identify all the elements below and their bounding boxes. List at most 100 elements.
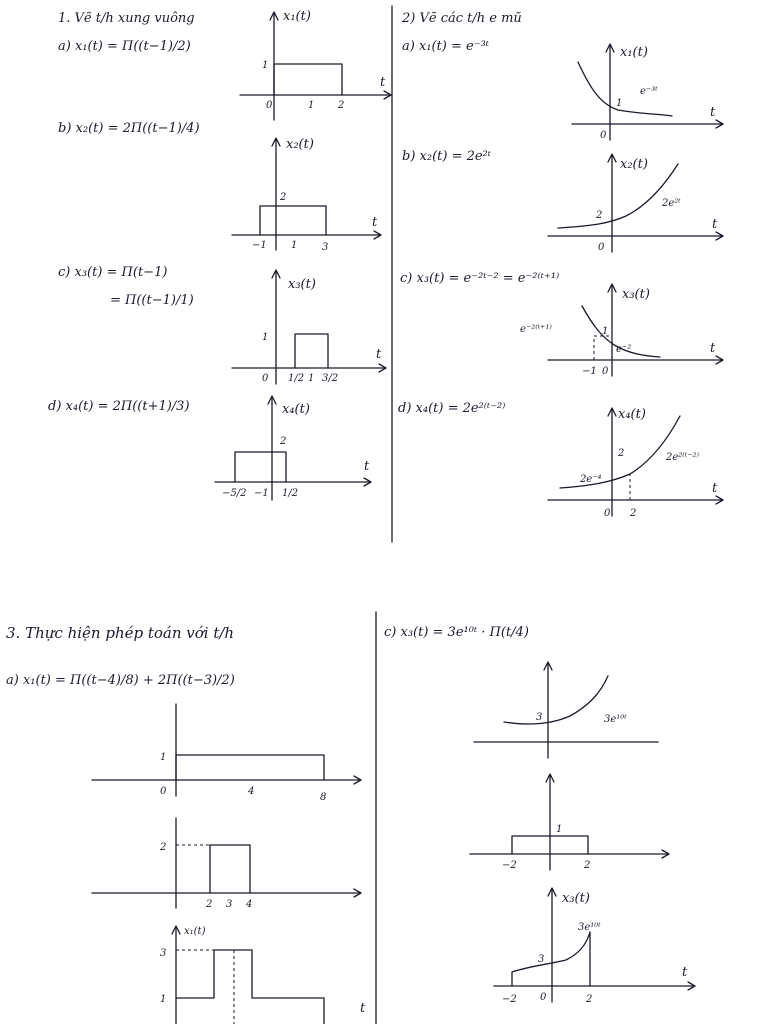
right-d-tick-0: 0 (604, 508, 611, 519)
left-a-tick-1: 1 (308, 100, 314, 111)
right-d-plot: x₄(t) 2e²⁽ᵗ⁻²⁾ 2 2e⁻⁴ 0 2 t (547, 407, 724, 519)
left-d-tick-0: −5/2 (222, 488, 246, 499)
left-b-t: t (372, 215, 378, 230)
bottom-left-plot-2: 2 2 3 4 (91, 817, 362, 910)
bl1-height: 1 (160, 752, 166, 763)
right-d-ylabel: x₄(t) (618, 407, 646, 422)
right-c-expr: c) x₃(t) = e⁻²ᵗ⁻² = e⁻²⁽ᵗ⁺¹⁾ (400, 271, 559, 286)
right-a-ylabel: x₁(t) (620, 45, 648, 60)
bottom-right-plot-2: 1 −2 2 (469, 773, 670, 871)
left-c-expr: c) x₃(t) = Π(t−1) (58, 265, 167, 280)
right-b-point: 2 (595, 210, 602, 221)
bottom-left-expr: a) x₁(t) = Π((t−4)/8) + 2Π((t−3)/2) (6, 673, 235, 688)
bl3-height-0: 3 (160, 948, 166, 959)
right-c-tick-0: −1 (582, 366, 597, 377)
left-b-expr: b) x₂(t) = 2Π((t−1)/4) (58, 121, 200, 136)
right-c-ylabel: x₃(t) (622, 287, 650, 302)
bl2-tick-1: 3 (226, 899, 232, 910)
right-b-ylabel: x₂(t) (620, 157, 648, 172)
right-d-t: t (712, 481, 718, 496)
bl1-tick-1: 4 (247, 786, 254, 797)
left-d-height: 2 (279, 436, 286, 447)
bottom-left-plot-3: x₁(t) 3 1 t (160, 925, 366, 1025)
bl1-tick-0: 0 (160, 786, 167, 797)
right-b-expr: b) x₂(t) = 2e²ᵗ (402, 149, 492, 164)
left-d-tick-1: −1 (254, 488, 269, 499)
right-c-plot: x₃(t) e⁻²⁽ᵗ⁺¹⁾ 1 e⁻² −1 0 t (520, 283, 724, 377)
left-c-tick-2: 1 (308, 373, 314, 384)
br3-curve-label: 3e¹⁰ᵗ (578, 922, 601, 933)
right-d-point2: 2e⁻⁴ (579, 474, 602, 485)
br3-ylabel: x₃(t) (562, 891, 590, 906)
br2-tick-1: 2 (583, 860, 590, 871)
right-c-t: t (710, 341, 716, 356)
left-c-tick-3: 3/2 (322, 373, 338, 384)
right-b-t: t (712, 217, 718, 232)
bl2-tick-2: 4 (245, 899, 252, 910)
br2-height: 1 (556, 824, 562, 835)
br1-curve-label: 3e¹⁰ᵗ (604, 714, 627, 725)
left-d-plot: x₄(t) 2 −5/2 −1 1/2 t (214, 395, 372, 501)
left-b-height: 2 (279, 192, 286, 203)
right-d-expr: d) x₄(t) = 2e²⁽ᵗ⁻²⁾ (398, 401, 505, 416)
bl1-tick-2: 8 (320, 792, 326, 803)
left-b-tick-0: −1 (252, 240, 267, 251)
left-a-expr: a) x₁(t) = Π((t−1)/2) (58, 39, 191, 54)
left-d-tick-2: 1/2 (282, 488, 298, 499)
br3-t: t (682, 965, 688, 980)
bottom-right-expr: c) x₃(t) = 3e¹⁰ᵗ · Π(t/4) (384, 625, 529, 640)
left-c-expr2: = Π((t−1)/1) (110, 293, 194, 308)
right-a-curve-label: e⁻³ᵗ (640, 86, 658, 97)
bottom-right-plot-3: x₃(t) 3 3e¹⁰ᵗ −2 0 2 t (493, 887, 696, 1005)
left-a-height: 1 (262, 60, 268, 71)
bl2-height: 2 (159, 842, 166, 853)
right-b-plot: x₂(t) 2e²ᵗ 2 0 t (547, 153, 724, 253)
left-c-tick-0: 0 (262, 373, 269, 384)
right-a-t: t (710, 105, 716, 120)
top-right-heading: 2) Vẽ các t/h e mũ (401, 11, 522, 26)
right-c-point: 1 (602, 326, 608, 337)
left-b-ylabel: x₂(t) (286, 137, 314, 152)
right-d-point: 2 (617, 448, 624, 459)
left-a-tick-0: 0 (266, 100, 273, 111)
left-d-ylabel: x₄(t) (282, 402, 310, 417)
br3-tick-0: −2 (502, 994, 517, 1005)
right-c-tick-1: 0 (602, 366, 609, 377)
br2-tick-0: −2 (502, 860, 517, 871)
right-b-curve-label: 2e²ᵗ (661, 198, 681, 209)
right-a-point: 1 (616, 98, 622, 109)
right-d-curve-label: 2e²⁽ᵗ⁻²⁾ (665, 452, 699, 463)
right-c-point2: e⁻² (616, 344, 631, 355)
bottom-right-plot-1: 3 3e¹⁰ᵗ (473, 661, 659, 759)
left-b-plot: x₂(t) 2 −1 1 3 t (231, 137, 382, 253)
bl3-t: t (360, 1001, 366, 1016)
left-a-tick-2: 2 (337, 100, 344, 111)
left-c-tick-1: 1/2 (288, 373, 304, 384)
left-c-t: t (376, 347, 382, 362)
right-d-tick-1: 2 (629, 508, 636, 519)
br1-point: 3 (536, 712, 542, 723)
br3-tick-1: 0 (540, 992, 547, 1003)
bl3-height-1: 1 (160, 994, 166, 1005)
left-d-expr: d) x₄(t) = 2Π((t+1)/3) (48, 399, 190, 414)
left-a-t: t (380, 75, 386, 90)
right-b-origin: 0 (598, 242, 605, 253)
left-a-ylabel: x₁(t) (283, 9, 311, 24)
bl3-ylabel: x₁(t) (184, 926, 206, 937)
right-a-plot: x₁(t) e⁻³ᵗ 1 0 t (571, 43, 724, 141)
br3-point: 3 (538, 954, 544, 965)
br3-tick-2: 2 (585, 994, 592, 1005)
right-a-origin: 0 (600, 130, 607, 141)
bottom-left-heading: 3. Thực hiện phép toán với t/h (6, 624, 234, 642)
left-d-t: t (364, 459, 370, 474)
right-c-curve-label: e⁻²⁽ᵗ⁺¹⁾ (520, 324, 552, 335)
left-a-plot: x₁(t) 1 0 1 2 t (239, 9, 392, 121)
left-c-height: 1 (262, 332, 268, 343)
right-a-expr: a) x₁(t) = e⁻³ᵗ (402, 39, 490, 54)
left-b-tick-2: 3 (322, 242, 328, 253)
bottom-left-plot-1: 1 0 4 8 (91, 703, 362, 803)
left-c-ylabel: x₃(t) (288, 277, 316, 292)
bl2-tick-0: 2 (205, 899, 212, 910)
